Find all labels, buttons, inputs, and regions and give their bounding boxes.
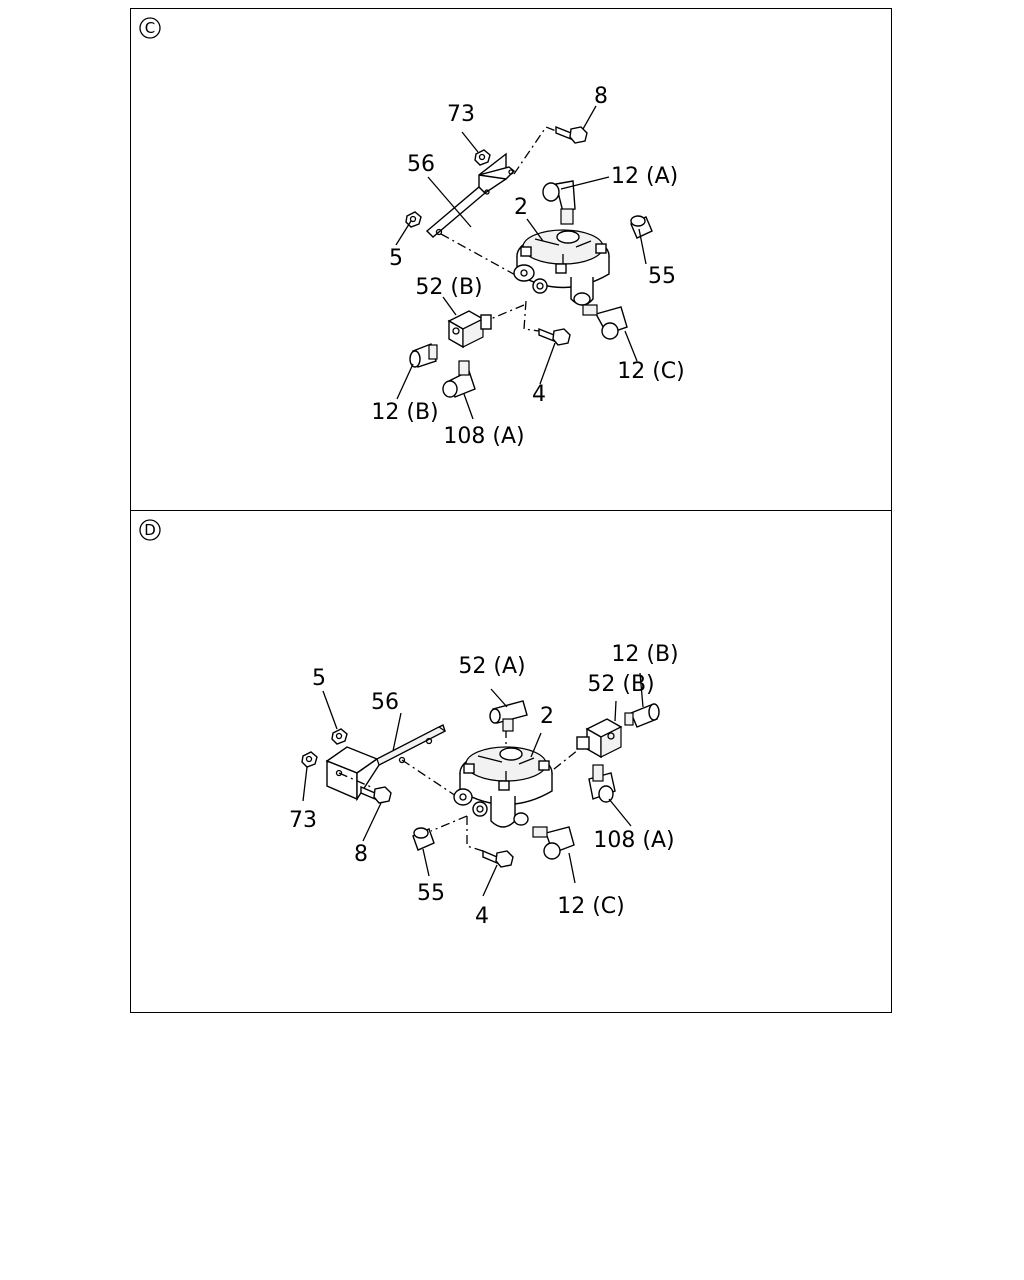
label-52a: 52 (A)	[458, 654, 525, 679]
bolt-8	[360, 785, 392, 804]
panel-marker-text: D	[144, 521, 156, 539]
label-5: 5	[312, 666, 326, 691]
label-108a: 108 (A)	[443, 424, 524, 449]
label-2: 2	[540, 704, 554, 729]
fitting-12b	[409, 343, 438, 368]
tee-52a	[489, 700, 528, 732]
elbow-12c	[532, 826, 575, 860]
valve-2	[513, 229, 610, 306]
label-52b: 52 (B)	[415, 275, 482, 300]
label-108a: 108 (A)	[593, 828, 674, 853]
label-4: 4	[532, 382, 546, 407]
label-12c: 12 (C)	[617, 359, 685, 384]
label-12b: 12 (B)	[371, 400, 438, 425]
block-52b	[576, 718, 623, 759]
bracket-56	[325, 724, 447, 802]
nut-73	[301, 751, 318, 768]
panel-marker: C	[139, 17, 161, 39]
label-12a: 12 (A)	[611, 164, 678, 189]
bolt-8	[555, 125, 588, 144]
diagram-d: D	[139, 519, 679, 929]
label-8: 8	[594, 84, 608, 109]
label-52b: 52 (B)	[587, 672, 654, 697]
bolt-4	[538, 327, 571, 346]
elbow-12a	[542, 180, 576, 225]
label-4: 4	[475, 904, 489, 929]
bracket-56	[425, 152, 516, 238]
panel-marker: D	[139, 519, 161, 541]
plug-55	[412, 827, 435, 851]
panel-marker-text: C	[145, 19, 155, 37]
block-52b	[447, 310, 492, 349]
elbow-108a	[442, 360, 476, 398]
label-5: 5	[389, 246, 403, 271]
valve-2	[453, 746, 553, 828]
label-12b: 12 (B)	[611, 642, 678, 667]
elbow-12c	[582, 304, 628, 340]
nut-5	[331, 728, 348, 745]
label-55: 55	[417, 881, 445, 906]
panel-c: C	[130, 8, 892, 511]
fitting-12b	[624, 703, 660, 728]
elbow-108a	[588, 764, 616, 803]
bolt-4	[482, 849, 514, 868]
plug-55	[630, 215, 653, 239]
diagram-c: C	[139, 17, 685, 449]
label-12c: 12 (C)	[557, 894, 625, 919]
panel-d: D	[130, 510, 892, 1013]
label-56: 56	[407, 152, 435, 177]
label-8: 8	[354, 842, 368, 867]
nut-73	[474, 149, 491, 166]
label-73: 73	[447, 102, 475, 127]
label-56: 56	[371, 690, 399, 715]
label-73: 73	[289, 808, 317, 833]
label-2: 2	[514, 195, 528, 220]
label-55: 55	[648, 264, 676, 289]
